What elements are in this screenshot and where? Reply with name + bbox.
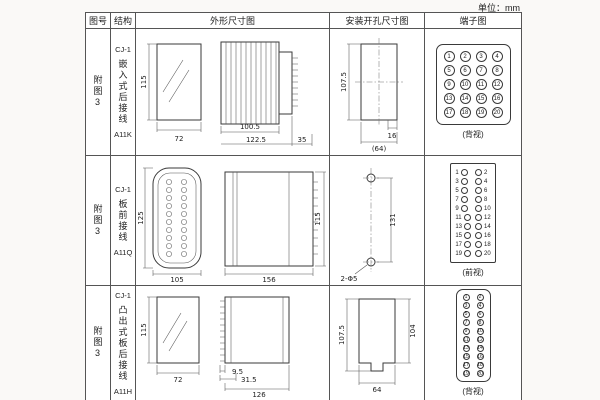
dim-body-length: 100.5	[239, 123, 259, 131]
structure-label: 嵌入式后接线	[117, 59, 128, 125]
mount-drawing-a11h: 107.5 104 64	[338, 298, 417, 394]
dim-stud-length: 9.5	[232, 368, 243, 376]
outline-drawing-a11q: 125 105 156 115	[137, 167, 326, 284]
terminal-view-label: (背视)	[462, 130, 484, 139]
dim-width-ref: (64)	[371, 145, 386, 153]
model-label: CJ-1	[115, 45, 131, 54]
outline-drawing-a11k: 115 72 100.5 122.5 35	[140, 41, 312, 146]
figure-no-label: 附图3	[92, 75, 103, 109]
dim-body-length: 126	[252, 391, 266, 399]
side-view: 156 115	[224, 171, 326, 284]
figure-no-a11h: 附图3	[86, 286, 111, 400]
dim-hole-note: 2-Φ5	[340, 275, 357, 283]
figure-no-label: 附图3	[92, 203, 103, 238]
structure-a11h: CJ-1 凸出式板后接线 A11H	[111, 286, 136, 400]
side-view: 9.5 31.5 126	[219, 296, 289, 399]
outline-cell-a11q: 125 105 156 115	[136, 156, 330, 286]
structure-label: 凸出式板后接线	[117, 304, 128, 382]
mount-cell-a11h: 107.5 104 64	[330, 286, 425, 400]
mount-cell-a11q: 131 2-Φ5	[330, 156, 425, 286]
header-figure-no: 图号	[86, 13, 111, 29]
side-view: 100.5 122.5 35	[220, 41, 312, 146]
dim-total-length: 122.5	[245, 136, 265, 144]
dim-offset: 16	[387, 132, 396, 140]
terminal-view-label: (背视)	[462, 387, 484, 397]
dim-front-height: 115	[140, 75, 148, 88]
outline-cell-a11k: 115 72 100.5 122.5 35	[136, 29, 330, 156]
mount-cell-a11k: 107.5 16 (64)	[330, 29, 425, 156]
dim-step-length: 31.5	[241, 376, 257, 384]
type-code-label: A11Q	[113, 247, 133, 257]
header-structure: 结构	[111, 13, 136, 29]
dim-front-width: 72	[174, 135, 183, 143]
header-terminal-diagram: 端子图	[425, 13, 521, 29]
structure-a11q: CJ-1 板前接线 A11Q	[111, 156, 136, 286]
figure-no-a11q: 附图3	[86, 156, 111, 286]
structure-label: 板前接线	[117, 198, 128, 243]
dim-hole-spacing: 131	[389, 213, 397, 226]
header-mount-dims: 安装开孔尺寸图	[330, 13, 425, 29]
type-code-label: A11H	[113, 386, 133, 396]
dim-front-width: 105	[170, 276, 183, 284]
dim-front-height: 125	[137, 211, 145, 224]
model-label: CJ-1	[115, 290, 131, 300]
figure-no-label: 附图3	[92, 326, 103, 360]
structure-a11k: CJ-1 嵌入式后接线 A11K	[111, 29, 136, 156]
dim-height-left: 107.5	[338, 325, 346, 345]
mount-drawing-a11k: 107.5 16 (64)	[340, 38, 403, 153]
front-view: 115 72	[140, 43, 201, 143]
mount-drawing-a11q: 131 2-Φ5	[340, 167, 397, 283]
front-view: 115 72	[140, 296, 199, 384]
dim-rear-depth: 35	[297, 136, 306, 144]
dim-cutout-height: 107.5	[340, 72, 348, 92]
model-label: CJ-1	[115, 184, 131, 194]
dim-side-height: 115	[314, 212, 322, 225]
dim-bottom-width: 64	[372, 386, 381, 394]
dim-front-height: 115	[140, 323, 148, 336]
figure-no-a11k: 附图3	[86, 29, 111, 156]
outline-drawing-a11h: 115 72 9.5 31.5 126	[140, 296, 289, 399]
type-code-label: A11K	[114, 130, 132, 139]
outline-cell-a11h: 115 72 9.5 31.5 126	[136, 286, 330, 400]
front-view: 125 105	[137, 167, 201, 284]
dim-front-width: 72	[173, 376, 182, 384]
dim-height-right: 104	[409, 324, 417, 338]
unit-label: 单位：mm	[478, 3, 520, 13]
terminal-view-label: (前视)	[462, 268, 484, 277]
spec-table: 图号 结构 外形尺寸图 安装开孔尺寸图 端子图 附图3 CJ-1 嵌入式后接线 …	[85, 12, 522, 400]
header-outline-dims: 外形尺寸图	[136, 13, 330, 29]
dim-side-length: 156	[262, 276, 276, 284]
